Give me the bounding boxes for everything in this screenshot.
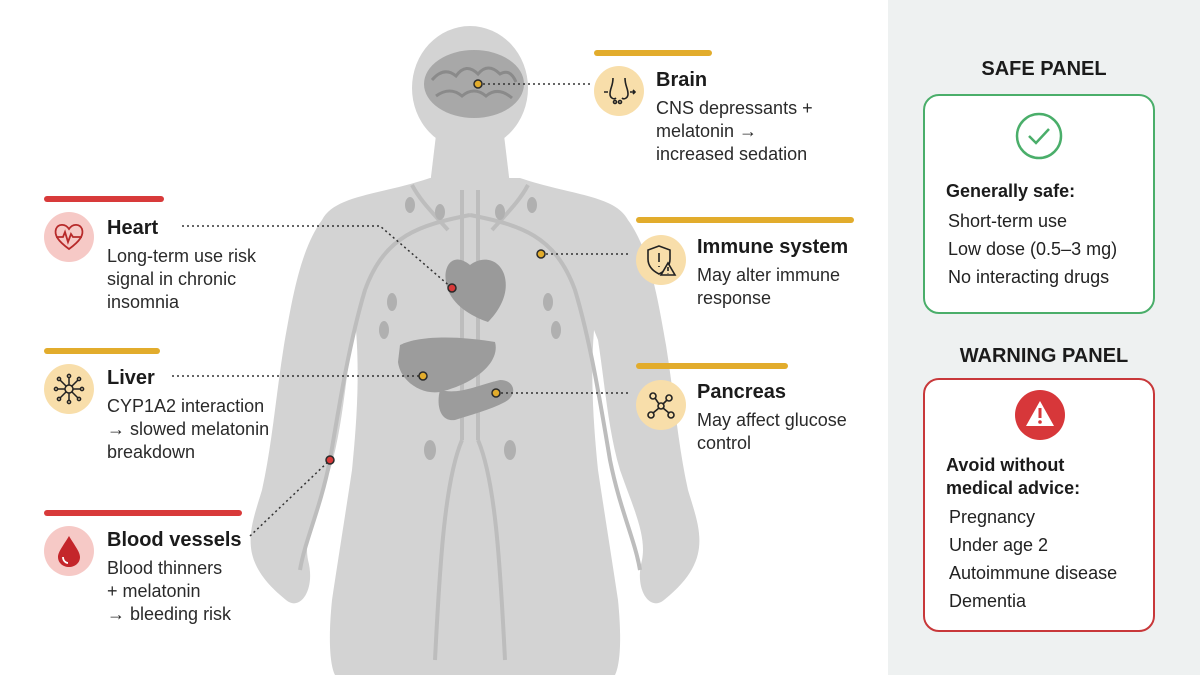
warning-item: Dementia (949, 591, 1027, 611)
safe-item: Short-term use (948, 211, 1068, 231)
warning-item: Under age 2 (949, 535, 1049, 555)
heart-organ (445, 259, 506, 322)
safe-panel-box (923, 94, 1155, 314)
brain-description: CNS depressants + melatonin → increased … (656, 98, 813, 164)
liver-title: Liver (107, 367, 155, 389)
liver-description: CYP1A2 interaction → slowed melatonin br… (107, 396, 270, 462)
heart-accent-bar (44, 196, 164, 202)
liver-icon (44, 364, 94, 414)
brain-icon (594, 66, 644, 116)
brain-title: Brain (656, 69, 708, 91)
brain-accent-bar (594, 50, 712, 56)
connector-dots (325, 79, 546, 465)
pancreas-description: May affect glucose control (697, 410, 847, 453)
checkmark-icon (1015, 112, 1063, 165)
blood-title: Blood vessels (107, 529, 242, 551)
immune-icon (636, 235, 686, 285)
heart-icon (44, 212, 94, 262)
safe-panel-subheading: Generally safe: (946, 181, 1076, 201)
pancreas-accent-bar (636, 363, 788, 369)
blood-icon (44, 526, 94, 576)
heart-description: Long-term use risk signal in chronic ins… (107, 246, 257, 312)
lymph-nodes (379, 197, 561, 460)
pancreas-icon (636, 380, 686, 430)
heart-title: Heart (107, 217, 159, 239)
immune-title: Immune system (697, 236, 849, 258)
blood-accent-bar (44, 510, 242, 516)
liver-accent-bar (44, 348, 160, 354)
immune-description: May alter immune response (697, 265, 841, 308)
warning-triangle-icon (1014, 389, 1066, 446)
warning-panel-heading: WARNING PANEL (959, 345, 1129, 367)
connectors (172, 83, 630, 537)
body-illustration (172, 26, 700, 675)
pancreas-title: Pancreas (697, 381, 786, 403)
blood-description: Blood thinners + melatonin → bleeding ri… (107, 558, 232, 624)
safe-item: No interacting drugs (948, 267, 1110, 287)
immune-accent-bar (636, 217, 854, 223)
safe-panel-heading: SAFE PANEL (981, 58, 1107, 80)
warning-panel-subheading: Avoid without medical advice: (946, 455, 1081, 498)
warning-item: Pregnancy (949, 507, 1036, 527)
warning-item: Autoimmune disease (949, 563, 1118, 583)
safe-item: Low dose (0.5–3 mg) (948, 239, 1118, 259)
